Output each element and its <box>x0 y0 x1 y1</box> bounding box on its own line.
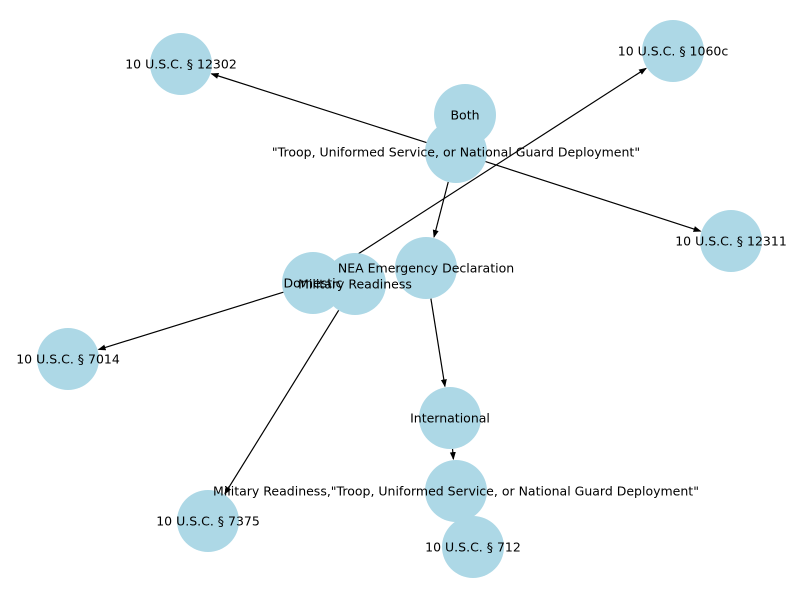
node-label: 10 U.S.C. § 12311 <box>675 234 787 249</box>
node-label: 10 U.S.C. § 1060c <box>618 44 729 59</box>
node-label: 10 U.S.C. § 712 <box>425 540 521 555</box>
node-n_712 <box>442 516 504 578</box>
node-circle <box>324 253 386 315</box>
node-circle <box>642 20 704 82</box>
node-n_7014 <box>37 328 99 390</box>
node-n_troop <box>425 121 487 183</box>
node-label: 10 U.S.C. § 7014 <box>16 352 120 367</box>
node-circle <box>177 490 239 552</box>
node-n_7375 <box>177 490 239 552</box>
node-label: Both <box>450 108 479 123</box>
edge-n_domestic-to-n_1060c <box>338 67 647 267</box>
node-label: Military Readiness <box>298 277 412 292</box>
node-n_nea <box>395 237 457 299</box>
edge-n_troop-to-n_nea <box>432 181 449 238</box>
node-circle <box>37 328 99 390</box>
edge-n_troop-to-n_12302 <box>210 73 427 144</box>
node-n_international <box>419 387 481 449</box>
node-label: 10 U.S.C. § 7375 <box>156 514 260 529</box>
node-circle <box>419 387 481 449</box>
node-label: "Troop, Uniformed Service, or National G… <box>272 145 640 160</box>
node-circle <box>442 516 504 578</box>
node-label: International <box>410 411 490 426</box>
edge-n_milready-to-n_7375 <box>224 310 340 495</box>
edges-layer <box>97 67 702 495</box>
edge-n_nea-to-n_international <box>430 298 447 388</box>
node-circle <box>150 33 212 95</box>
node-n_12302 <box>150 33 212 95</box>
node-circle <box>425 121 487 183</box>
node-circle <box>700 210 762 272</box>
node-n_12311 <box>700 210 762 272</box>
node-n_combo <box>425 460 487 522</box>
node-n_1060c <box>642 20 704 82</box>
node-label: NEA Emergency Declaration <box>338 261 514 276</box>
node-n_milready <box>324 253 386 315</box>
node-label: Military Readiness,"Troop, Uniformed Ser… <box>213 484 699 499</box>
node-circle <box>425 460 487 522</box>
edge-n_troop-to-n_12311 <box>485 160 702 232</box>
node-label: 10 U.S.C. § 12302 <box>125 57 237 72</box>
node-circle <box>395 237 457 299</box>
node-label: Domestic <box>284 276 343 291</box>
edge-n_international-to-n_combo <box>449 448 456 461</box>
edge-n_domestic-to-n_7014 <box>97 291 284 351</box>
